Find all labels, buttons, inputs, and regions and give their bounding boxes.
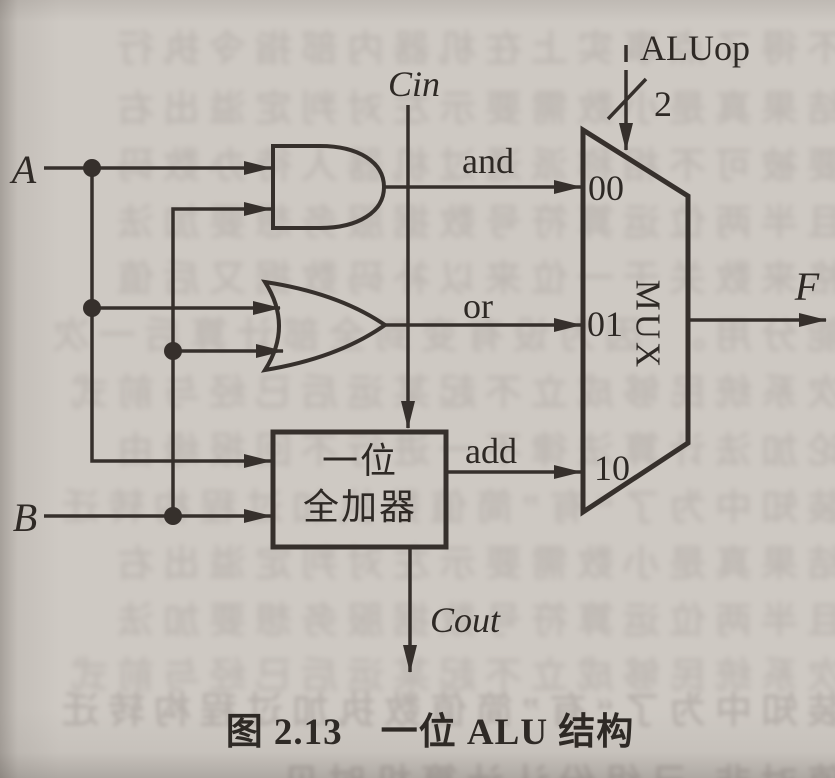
mux-sel-10-label: 10 xyxy=(594,448,630,488)
figure-caption: 图 2.13 一位 ALU 结构 xyxy=(225,712,635,753)
or-signal-label: or xyxy=(463,286,493,326)
mux-sel-01-label: 01 xyxy=(587,304,623,344)
and-gate xyxy=(271,144,387,230)
junction-dot-b xyxy=(164,507,182,525)
output-f-label: F xyxy=(794,264,820,309)
input-a-label: A xyxy=(11,147,37,192)
input-b-label: B xyxy=(12,495,38,540)
junction-dot-a-or xyxy=(83,299,101,317)
adder-name-line1: 一位 xyxy=(321,441,399,481)
bus-width-slash xyxy=(606,77,648,121)
and-signal-label: and xyxy=(462,141,514,181)
adder-name-line2: 全加器 xyxy=(302,487,418,527)
cout-label: Cout xyxy=(429,600,501,640)
junction-dot-b-or xyxy=(164,342,182,360)
wire-a-branch-to-adder xyxy=(90,168,272,468)
cin-label: Cin xyxy=(387,64,441,104)
wire-b-branch-to-and xyxy=(171,202,272,516)
mux-label: MUX xyxy=(628,279,668,371)
or-gate xyxy=(260,279,389,373)
mux-body xyxy=(580,125,691,517)
add-signal-label: add xyxy=(465,431,517,471)
mux-sel-00-label: 00 xyxy=(588,168,624,208)
aluop-width-label: 2 xyxy=(654,84,672,124)
aluop-label: ALUop xyxy=(640,28,750,68)
full-adder-box xyxy=(270,429,449,550)
junction-dot-a xyxy=(83,159,101,177)
